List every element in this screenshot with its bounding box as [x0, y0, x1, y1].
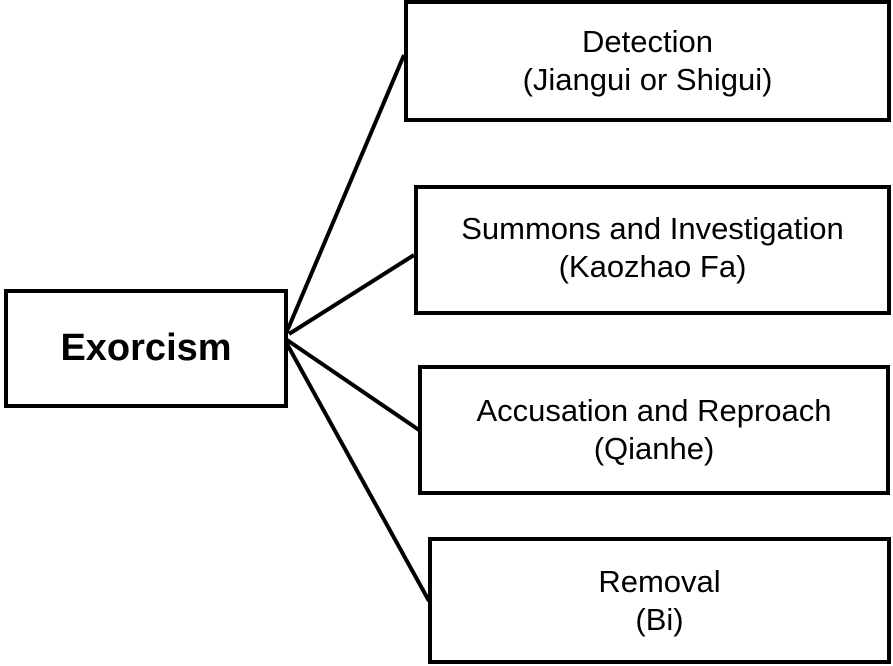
node-subtitle: (Qianhe) — [593, 431, 715, 466]
node-detection: Detection (Jiangui or Shigui) — [404, 0, 891, 122]
node-title: Summons and Investigation — [461, 211, 844, 247]
connector-accusation — [285, 338, 421, 432]
root-node-exorcism: Exorcism — [4, 289, 288, 408]
node-subtitle: (Kaozhao Fa) — [558, 249, 747, 284]
connector-detection — [283, 54, 406, 337]
node-subtitle: (Jiangui or Shigui) — [522, 62, 773, 97]
root-label: Exorcism — [60, 327, 232, 370]
node-title: Detection — [582, 24, 713, 60]
connector-summons — [287, 253, 416, 336]
node-title: Accusation and Reproach — [476, 393, 832, 429]
connector-removal — [285, 343, 431, 602]
node-title: Removal — [598, 563, 721, 599]
node-summons-investigation: Summons and Investigation (Kaozhao Fa) — [414, 185, 891, 315]
node-subtitle: (Bi) — [635, 601, 684, 637]
node-accusation-reproach: Accusation and Reproach (Qianhe) — [418, 365, 890, 495]
node-removal: Removal (Bi) — [428, 537, 891, 664]
